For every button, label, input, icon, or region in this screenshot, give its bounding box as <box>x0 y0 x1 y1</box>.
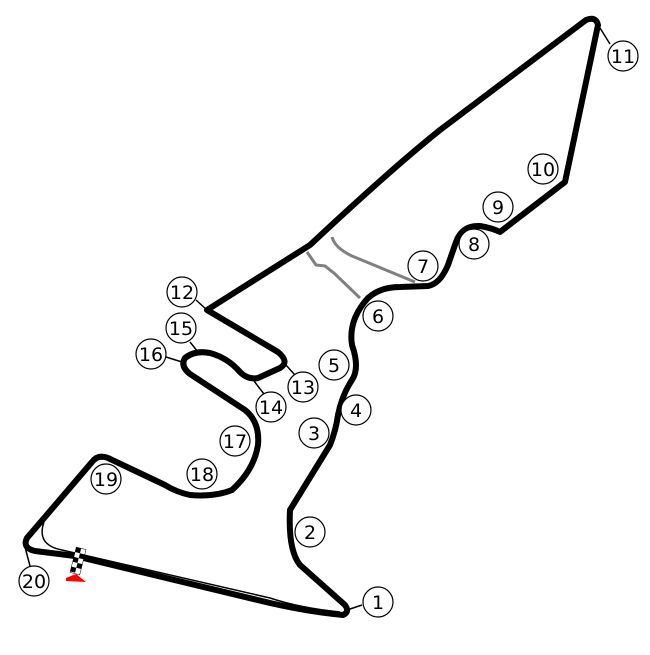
turn-number: 20 <box>22 571 46 593</box>
turn-number: 16 <box>139 344 163 366</box>
turn-circle <box>527 153 559 185</box>
turn-circle <box>166 276 198 308</box>
turn-leaders <box>24 27 611 611</box>
turn-number: 2 <box>304 522 316 544</box>
turn-number: 17 <box>223 431 247 453</box>
turn-number: 8 <box>468 234 480 256</box>
turn-marker-10: 10 <box>527 153 559 185</box>
turn-circle <box>340 394 372 426</box>
turn-number: 4 <box>350 400 362 422</box>
turn-circle <box>135 338 167 370</box>
turn-number: 15 <box>169 318 193 340</box>
turn-number: 7 <box>417 256 429 278</box>
turn-circle <box>362 586 394 618</box>
turn-circle <box>186 458 218 490</box>
turn-marker-2: 2 <box>294 516 326 548</box>
turn-marker-5: 5 <box>318 349 350 381</box>
turn-marker-3: 3 <box>298 417 330 449</box>
turn-circle <box>298 417 330 449</box>
turn-number: 11 <box>611 46 635 68</box>
turn-circle <box>294 516 326 548</box>
turn-circle <box>90 463 122 495</box>
turn-marker-7: 7 <box>407 250 439 282</box>
turn-number: 5 <box>328 355 340 377</box>
turn-marker-4: 4 <box>340 394 372 426</box>
turn-marker-1: 1 <box>362 586 394 618</box>
turn-circle <box>458 228 490 260</box>
turn-marker-19: 19 <box>90 463 122 495</box>
turn-circle <box>407 250 439 282</box>
turn-marker-17: 17 <box>219 425 251 457</box>
national-layout-connector <box>305 251 362 300</box>
turn-circle <box>482 191 514 223</box>
turn-marker-16: 16 <box>135 338 167 370</box>
turn-number: 10 <box>531 159 555 181</box>
turn-circle <box>219 425 251 457</box>
turn-number: 14 <box>259 397 283 419</box>
turn-number: 19 <box>94 469 118 491</box>
turn-marker-11: 11 <box>607 40 639 72</box>
turn-marker-18: 18 <box>186 458 218 490</box>
short-layout-connector <box>330 236 416 284</box>
turn-marker-13: 13 <box>287 371 319 403</box>
turn-circle <box>287 371 319 403</box>
turn-marker-12: 12 <box>166 276 198 308</box>
turn-number: 1 <box>372 592 384 614</box>
turn-circle <box>18 565 50 597</box>
track <box>22 15 601 618</box>
turn-number: 6 <box>372 306 384 328</box>
turn-circle <box>318 349 350 381</box>
turn-number: 9 <box>492 197 504 219</box>
start-finish-flag-icon <box>66 546 87 582</box>
turn-circle <box>607 40 639 72</box>
turn-number: 12 <box>170 282 194 304</box>
turn-marker-9: 9 <box>482 191 514 223</box>
turn-circle <box>165 312 197 344</box>
turn-number: 3 <box>308 423 320 445</box>
turn-number: 13 <box>291 377 315 399</box>
turn-marker-14: 14 <box>255 391 287 423</box>
turn-circle <box>362 300 394 332</box>
turn-marker-8: 8 <box>458 228 490 260</box>
turn-marker-6: 6 <box>362 300 394 332</box>
turn-circle <box>255 391 287 423</box>
turn-number: 18 <box>190 464 214 486</box>
turn-marker-20: 20 <box>18 565 50 597</box>
turn-marker-15: 15 <box>165 312 197 344</box>
